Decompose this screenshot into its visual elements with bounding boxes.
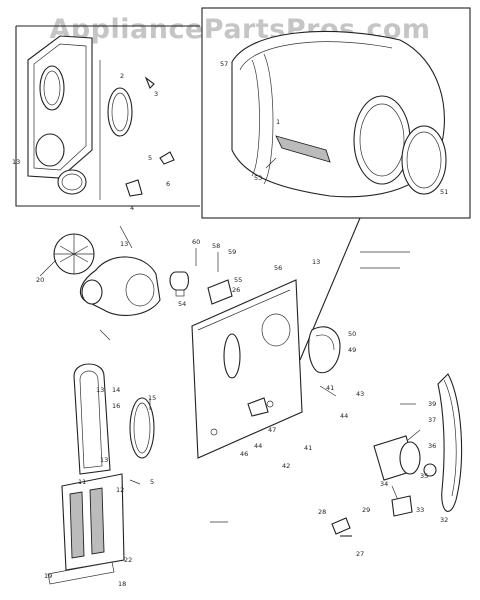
callout-labels: 13 2 3 5 6 4 57 53 51 1 13 20 60 58 59 5… [12, 60, 448, 588]
callout: 29 [362, 506, 370, 514]
rear-panel [191, 279, 303, 459]
idler-bracket [331, 517, 352, 537]
callout: 12 [116, 486, 124, 494]
callout: 4 [130, 204, 134, 212]
callout: 22 [124, 556, 132, 564]
callout: 59 [228, 248, 236, 256]
callout: 3 [154, 90, 158, 98]
callout: 51 [440, 188, 448, 196]
callout: 1 [276, 118, 280, 126]
callout: 2 [120, 72, 124, 80]
callout: 44 [254, 442, 262, 450]
callout: 54 [178, 300, 186, 308]
callout: 49 [348, 346, 356, 354]
callout: 35 [420, 472, 428, 480]
callout: 19 [44, 572, 52, 580]
callout: 5 [148, 154, 152, 162]
callout: 16 [112, 402, 120, 410]
callout: 5 [150, 478, 154, 486]
callout: 60 [192, 238, 200, 246]
callout: 47 [268, 426, 276, 434]
callout: 58 [212, 242, 220, 250]
callout: 32 [440, 516, 448, 524]
heater-cover [308, 326, 341, 374]
exhaust-seal [129, 397, 155, 459]
callout: 36 [428, 442, 436, 450]
callout: 26 [232, 286, 240, 294]
blower-assembly [53, 233, 161, 316]
drive-motor [373, 435, 437, 517]
drive-belt [437, 373, 463, 512]
callout: 41 [304, 444, 312, 452]
callout: 14 [112, 386, 120, 394]
callout: 13 [96, 386, 104, 394]
heater-duct [47, 363, 125, 585]
callout: 6 [166, 180, 170, 188]
callout: 41 [326, 384, 334, 392]
callout: 13 [12, 158, 20, 166]
callout: 20 [36, 276, 44, 284]
callout: 13 [100, 456, 108, 464]
callout: 11 [78, 478, 86, 486]
lamp-parts [169, 248, 233, 305]
callout: 39 [428, 400, 436, 408]
leader-lines [39, 225, 421, 523]
callout: 42 [282, 462, 290, 470]
callout: 55 [234, 276, 242, 284]
callout: 46 [240, 450, 248, 458]
drum-inset [201, 7, 471, 219]
callout: 18 [118, 580, 126, 588]
callout: 43 [356, 390, 364, 398]
callout: 56 [274, 264, 282, 272]
callout: 13 [120, 240, 128, 248]
callout: 28 [318, 508, 326, 516]
callout: 15 [148, 394, 156, 402]
callout: 33 [416, 506, 424, 514]
front-panel-inset [15, 25, 200, 207]
callout: 53 [254, 174, 262, 182]
callout: 27 [356, 550, 364, 558]
callout: 50 [348, 330, 356, 338]
callout: 44 [340, 412, 348, 420]
callout: 57 [220, 60, 228, 68]
callout: 37 [428, 416, 436, 424]
callout: 34 [380, 480, 388, 488]
callout: 13 [312, 258, 320, 266]
